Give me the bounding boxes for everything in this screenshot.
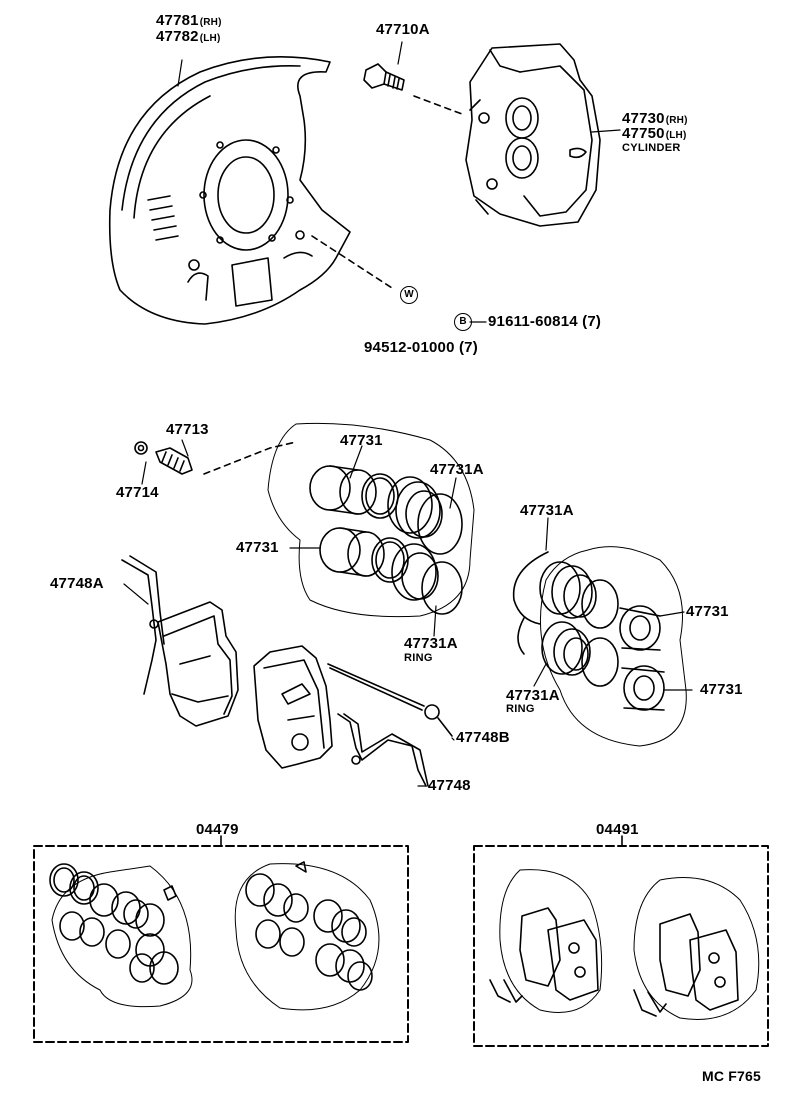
label-47731A-ring-1: 47731A [404, 635, 458, 652]
piston-ring-group-lower [512, 546, 687, 747]
w-symbol-icon: W [400, 286, 418, 304]
label-47781: 47781(RH) [156, 12, 222, 29]
label-47713: 47713 [166, 421, 209, 438]
brake-pad-center-drawing [253, 645, 333, 769]
label-kit-04479: 04479 [196, 821, 239, 838]
label-47730: 47730(RH) [622, 110, 688, 127]
label-47731-top: 47731 [340, 432, 383, 449]
label-47748: 47748 [428, 777, 471, 794]
label-47731-left: 47731 [236, 539, 279, 556]
b-symbol-icon: B [454, 313, 472, 331]
bleeder-plug-drawing [134, 441, 297, 475]
label-cylinder: CYLINDER [622, 142, 681, 154]
label-47710A: 47710A [376, 21, 430, 38]
figure-code: MC F765 [702, 1068, 761, 1084]
piston-ring-group-upper [267, 422, 475, 618]
label-47731A-ring-2: 47731A [506, 687, 560, 704]
label-47782: 47782(LH) [156, 28, 221, 45]
bolt-47710A-drawing [363, 63, 463, 115]
label-47731-right-upper: 47731 [686, 603, 729, 620]
label-47748B: 47748B [456, 729, 510, 746]
label-ring-2: RING [506, 703, 535, 715]
pin-47748B-drawing [327, 663, 453, 737]
label-47731-right-lower: 47731 [700, 681, 743, 698]
label-47714: 47714 [116, 484, 159, 501]
label-47731A-right: 47731A [520, 502, 574, 519]
label-94512-01000: 94512-01000 (7) [364, 339, 478, 356]
spring-47748A-drawing [121, 555, 165, 695]
brake-pad-left-drawing [157, 601, 239, 727]
leader-lines [123, 41, 693, 787]
label-ring-1: RING [404, 652, 433, 664]
label-47748A: 47748A [50, 575, 104, 592]
caliper-cylinder-drawing [465, 43, 601, 227]
dust-cover-drawing [108, 56, 393, 325]
kit-04491-box [473, 835, 769, 1047]
spring-47748-drawing [337, 713, 429, 787]
label-47750: 47750(LH) [622, 125, 687, 142]
label-kit-04491: 04491 [596, 821, 639, 838]
label-47731A-top: 47731A [430, 461, 484, 478]
label-91611-60814: 91611-60814 (7) [488, 313, 602, 330]
kit-04479-box [33, 835, 409, 1043]
